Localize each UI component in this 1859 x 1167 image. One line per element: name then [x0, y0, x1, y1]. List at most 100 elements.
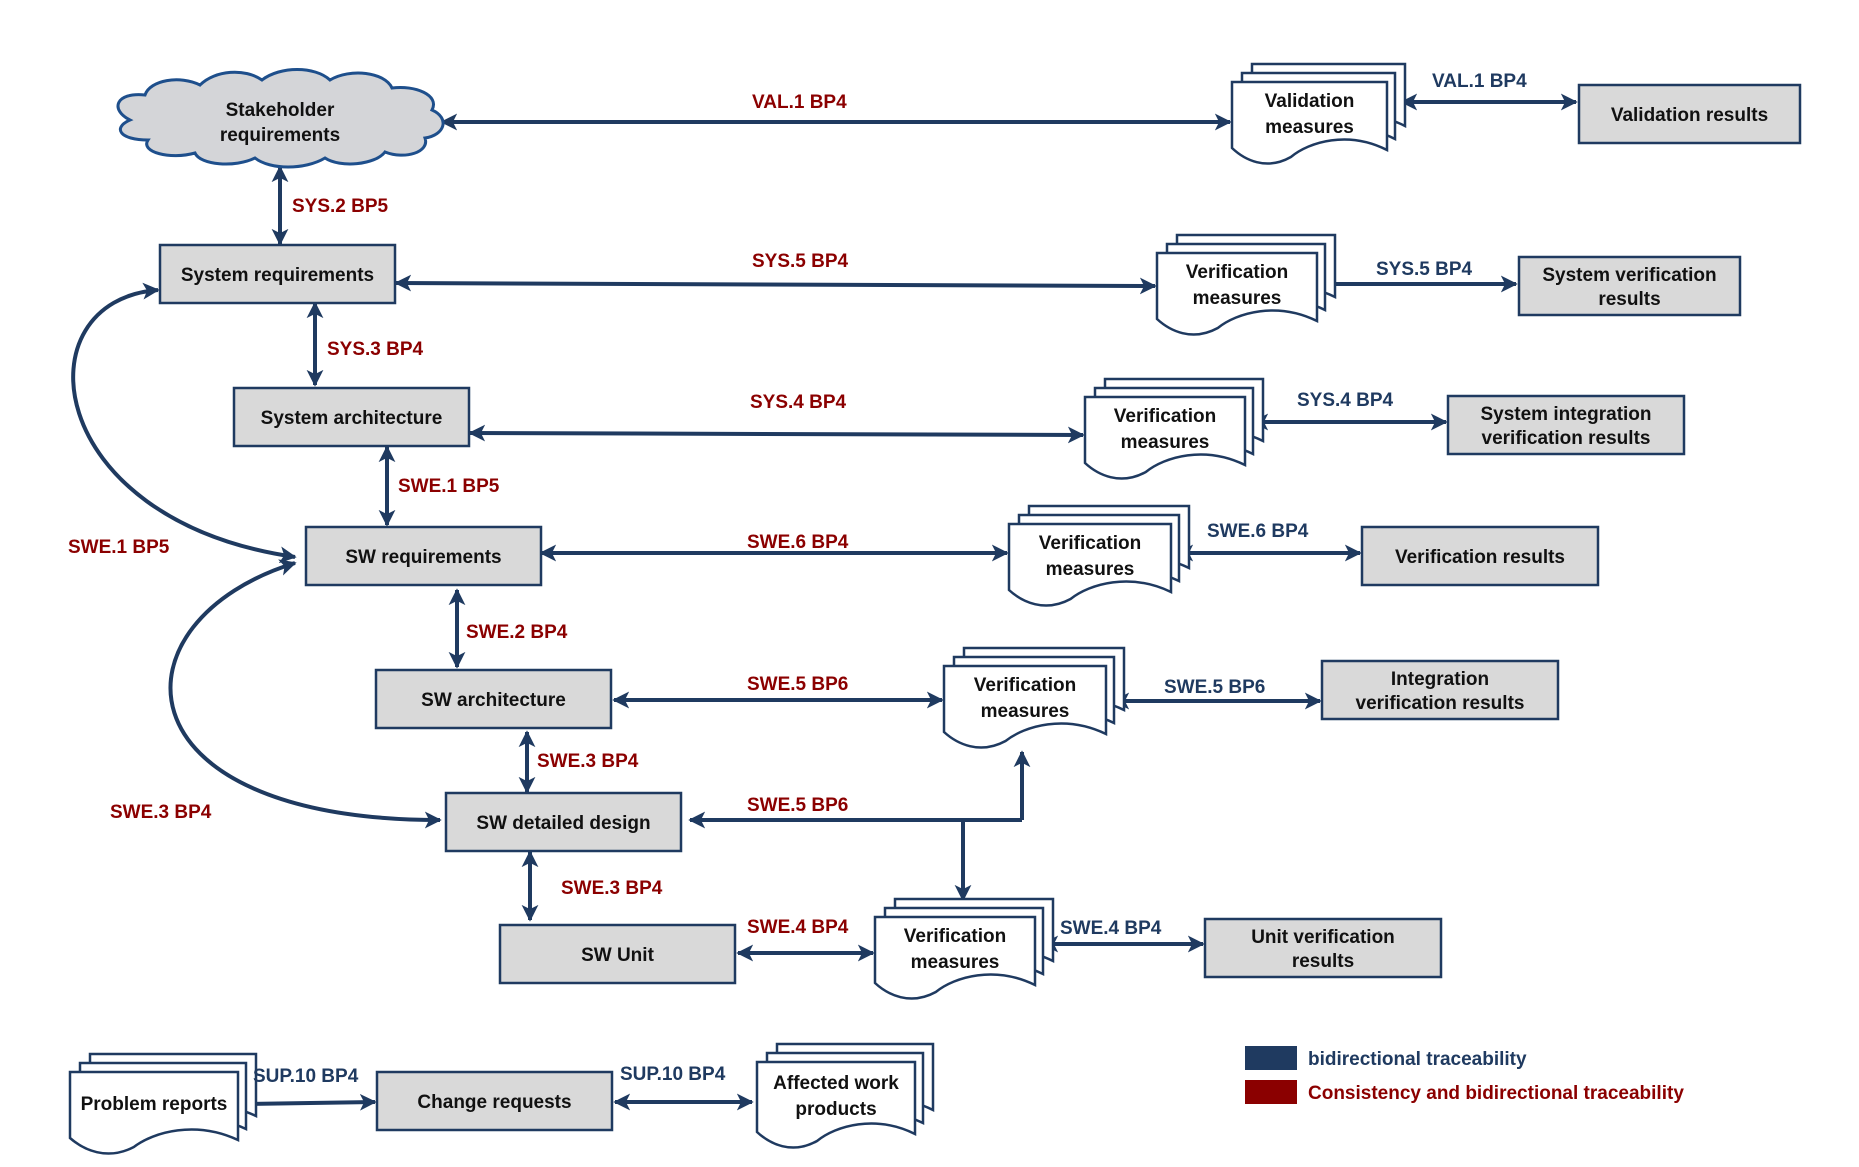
- label-sys4-bp4-results: SYS.4 BP4: [1297, 390, 1394, 411]
- label-sys2-bp5: SYS.2 BP5: [292, 196, 389, 217]
- node-label: measures: [911, 952, 1000, 973]
- node-label: results: [1598, 289, 1660, 310]
- node-label: System requirements: [181, 265, 374, 286]
- node-verification-measures-sys5[interactable]: Verification measures: [1155, 233, 1337, 336]
- box-shape: [1446, 394, 1686, 456]
- edge-sys5: [394, 274, 1157, 295]
- edge-swe3-curve: [168, 559, 442, 829]
- node-label: System architecture: [261, 408, 443, 429]
- legend-label-red: Consistency and bidirectional traceabili…: [1308, 1083, 1684, 1104]
- document-stacks: ValidationmeasuresVerificationmeasuresVe…: [68, 62, 1407, 1155]
- node-verification-results[interactable]: Verification results: [1360, 525, 1600, 587]
- node-verification-measures-swe4[interactable]: Verification measures: [873, 897, 1055, 1000]
- box-shape: [375, 1070, 614, 1132]
- label-sup10-bp4-right: SUP.10 BP4: [620, 1064, 726, 1085]
- label-sys4-bp4: SYS.4 BP4: [750, 392, 847, 413]
- node-label: Validation: [1265, 91, 1355, 112]
- label-sys5-bp4: SYS.5 BP4: [752, 251, 849, 272]
- label-swe1-bp5-curve: SWE.1 BP5: [68, 537, 170, 558]
- label-swe3-bp4-unit: SWE.3 BP4: [561, 878, 663, 899]
- label-val1-bp4: VAL.1 BP4: [752, 92, 847, 113]
- node-label: Verification: [1114, 406, 1216, 427]
- node-change-requests[interactable]: Change requests: [375, 1070, 614, 1132]
- edge-labels: VAL.1 BP4 VAL.1 BP4 SYS.2 BP5 SYS.5 BP4 …: [68, 71, 1527, 1087]
- label-swe4-bp4-results: SWE.4 BP4: [1060, 918, 1162, 939]
- node-label: Verification: [904, 926, 1006, 947]
- box-shape: [158, 243, 397, 305]
- node-label: verification results: [1356, 693, 1525, 714]
- box-shape: [1320, 659, 1560, 721]
- node-system-requirements[interactable]: System requirements: [158, 243, 397, 305]
- label-swe2-bp4: SWE.2 BP4: [466, 622, 568, 643]
- node-label: Verification: [974, 675, 1076, 696]
- node-label: SW detailed design: [476, 813, 650, 834]
- node-label: SW architecture: [421, 690, 566, 711]
- node-label: measures: [1265, 117, 1354, 138]
- box-shape: [1517, 255, 1742, 317]
- label-val1-bp4-results: VAL.1 BP4: [1432, 71, 1527, 92]
- node-affected-work-products[interactable]: Affected work products: [755, 1042, 935, 1149]
- page-front: [1083, 395, 1247, 480]
- page-front: [1007, 522, 1173, 607]
- page-front: [942, 664, 1108, 749]
- node-stakeholder-requirements[interactable]: Stakeholder requirements: [116, 68, 445, 169]
- page-front: [1230, 80, 1389, 165]
- node-verification-measures-swe5[interactable]: Verification measures: [942, 646, 1126, 749]
- node-validation-measures[interactable]: Validation measures: [1230, 62, 1407, 165]
- node-label: Verification: [1039, 533, 1141, 554]
- node-label: measures: [981, 701, 1070, 722]
- node-label: Stakeholder: [226, 100, 335, 121]
- box-shape: [1203, 917, 1443, 979]
- box-shape: [304, 525, 543, 587]
- node-sw-detailed-design[interactable]: SW detailed design: [444, 791, 683, 853]
- edge-sup10-left: [240, 1093, 377, 1113]
- label-swe5-bp6: SWE.5 BP6: [747, 674, 848, 695]
- node-label: SW Unit: [581, 945, 654, 966]
- box-shape: [232, 386, 471, 448]
- legend-swatch-blue: [1245, 1046, 1297, 1070]
- label-sys3-bp4: SYS.3 BP4: [327, 339, 424, 360]
- node-label: Affected work: [773, 1073, 899, 1094]
- box-shape: [1577, 83, 1802, 145]
- page-front: [755, 1060, 917, 1149]
- node-problem-reports[interactable]: Problem reports: [68, 1052, 258, 1155]
- node-label: Change requests: [417, 1092, 571, 1113]
- label-swe3-bp4: SWE.3 BP4: [537, 751, 639, 772]
- node-label: Verification results: [1395, 547, 1565, 568]
- node-sw-unit[interactable]: SW Unit: [498, 923, 737, 985]
- node-sw-architecture[interactable]: SW architecture: [374, 668, 613, 730]
- label-sys5-bp4-results: SYS.5 BP4: [1376, 259, 1473, 280]
- node-label: products: [795, 1099, 876, 1120]
- node-sw-requirements[interactable]: SW requirements: [304, 525, 543, 587]
- node-label: System integration: [1480, 404, 1651, 425]
- node-label: Integration: [1391, 669, 1489, 690]
- node-integration-results[interactable]: Integration verification results: [1320, 659, 1560, 721]
- legend: bidirectional traceability Consistency a…: [1245, 1046, 1684, 1104]
- node-system-verification-results[interactable]: System verification results: [1517, 255, 1742, 317]
- edge-swe1-curve: [71, 282, 297, 564]
- node-label: results: [1292, 951, 1354, 972]
- node-label: measures: [1193, 288, 1282, 309]
- node-system-architecture[interactable]: System architecture: [232, 386, 471, 448]
- label-swe6-bp4-results: SWE.6 BP4: [1207, 521, 1309, 542]
- node-label: requirements: [220, 125, 340, 146]
- label-swe5-bp6-results: SWE.5 BP6: [1164, 677, 1265, 698]
- box-shape: [1360, 525, 1600, 587]
- page-front: [1155, 251, 1319, 336]
- node-validation-results[interactable]: Validation results: [1577, 83, 1802, 145]
- node-label: SW requirements: [345, 547, 501, 568]
- box-shape: [374, 668, 613, 730]
- box-shape: [498, 923, 737, 985]
- node-label: Verification: [1186, 262, 1288, 283]
- legend-swatch-red: [1245, 1080, 1297, 1104]
- legend-label-blue: bidirectional traceability: [1308, 1049, 1527, 1070]
- label-swe3-bp4-curve: SWE.3 BP4: [110, 802, 212, 823]
- node-label: System verification: [1542, 265, 1716, 286]
- node-label: Problem reports: [81, 1094, 228, 1115]
